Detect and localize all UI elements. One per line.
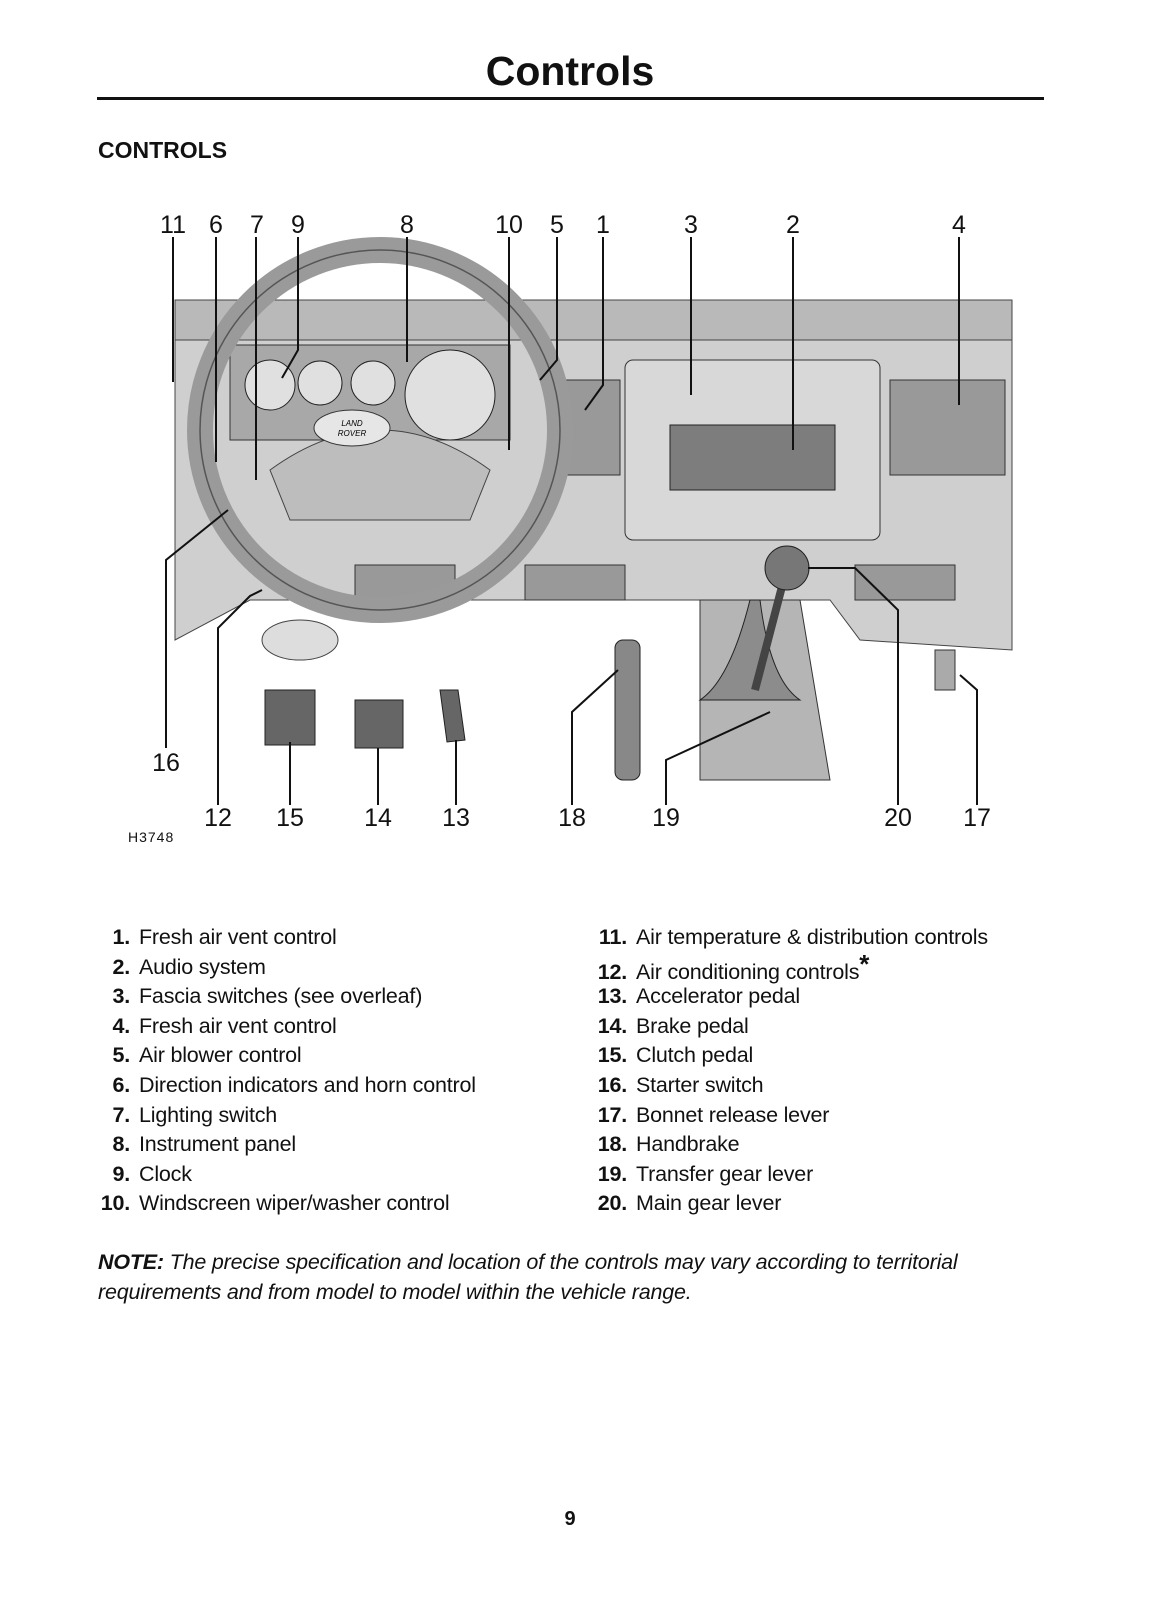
page-number: 9	[564, 1508, 576, 1530]
item-number: 14.	[597, 1014, 627, 1038]
note-label: NOTE:	[98, 1250, 164, 1274]
title-rule	[97, 97, 1044, 100]
list-item: 12. Air conditioning controls*	[587, 949, 870, 986]
page-title: Controls	[485, 48, 655, 94]
list-item: 10. Windscreen wiper/washer control	[90, 1191, 450, 1216]
controls-diagram: LAND ROVER 11 6 7 9 8 10 5 1 3 2 4 16 12…	[128, 211, 1013, 845]
section-heading: CONTROLS	[98, 137, 228, 163]
item-number: 2.	[112, 955, 130, 979]
callout-5: 5	[550, 211, 564, 239]
figure-id: H3748	[128, 829, 174, 845]
item-text: Main gear lever	[636, 1191, 782, 1215]
list-item: 13. Accelerator pedal	[587, 984, 800, 1009]
item-number: 20.	[597, 1191, 627, 1215]
note-text: The precise specification and location o…	[98, 1250, 958, 1304]
callout-6: 6	[209, 211, 223, 239]
callout-4: 4	[952, 211, 966, 239]
item-text: Accelerator pedal	[636, 984, 800, 1008]
list-item: 4. Fresh air vent control	[90, 1014, 337, 1039]
item-text: Starter switch	[636, 1073, 764, 1097]
callout-13: 13	[442, 804, 470, 832]
list-item: 5. Air blower control	[90, 1043, 302, 1068]
callout-8: 8	[400, 211, 414, 239]
item-number: 13.	[597, 984, 627, 1008]
item-text: Brake pedal	[636, 1014, 749, 1038]
callout-14: 14	[364, 804, 392, 832]
item-text: Audio system	[139, 955, 266, 979]
item-number: 17.	[597, 1103, 627, 1127]
callout-10: 10	[495, 211, 523, 239]
item-number: 16.	[597, 1073, 627, 1097]
list-item: 1. Fresh air vent control	[90, 925, 337, 950]
item-text: Lighting switch	[139, 1103, 278, 1127]
list-item: 8. Instrument panel	[90, 1132, 296, 1157]
dashboard-illustration: LAND ROVER	[174, 237, 1013, 781]
item-text: Fresh air vent control	[139, 1014, 337, 1038]
item-text: Air conditioning controls	[636, 960, 860, 984]
callout-19: 19	[652, 804, 680, 832]
note-paragraph: NOTE: The precise specification and loca…	[98, 1247, 1038, 1307]
list-item: 6. Direction indicators and horn control	[90, 1073, 476, 1098]
callout-18: 18	[558, 804, 586, 832]
item-number: 3.	[112, 984, 130, 1008]
callout-1: 1	[596, 211, 610, 239]
item-number: 4.	[112, 1014, 130, 1038]
item-number: 18.	[597, 1132, 627, 1156]
item-text: Instrument panel	[139, 1132, 296, 1156]
callout-7: 7	[250, 211, 264, 239]
list-item: 20. Main gear lever	[587, 1191, 782, 1216]
item-number: 5.	[112, 1043, 130, 1067]
list-item: 18. Handbrake	[587, 1132, 740, 1157]
callout-11: 11	[160, 211, 186, 239]
list-item: 16. Starter switch	[587, 1073, 764, 1098]
callout-9: 9	[291, 211, 305, 239]
item-text: Handbrake	[636, 1132, 740, 1156]
item-text: Fresh air vent control	[139, 925, 337, 949]
callout-2: 2	[786, 211, 800, 239]
item-number: 7.	[112, 1103, 130, 1127]
callout-15: 15	[276, 804, 304, 832]
item-text: Air blower control	[139, 1043, 302, 1067]
list-item: 15. Clutch pedal	[587, 1043, 754, 1068]
item-text: Air temperature & distribution controls	[636, 925, 988, 949]
list-item: 14. Brake pedal	[587, 1014, 749, 1039]
item-number: 1.	[112, 925, 130, 949]
callout-12: 12	[204, 804, 232, 832]
item-number: 11.	[598, 925, 627, 949]
list-item: 2. Audio system	[90, 955, 266, 980]
item-text: Windscreen wiper/washer control	[139, 1191, 450, 1215]
footnote-asterisk: *	[859, 949, 870, 979]
list-item: 11. Air temperature & distribution contro…	[587, 925, 988, 950]
item-text: Fascia switches (see overleaf)	[139, 984, 423, 1008]
item-number: 10.	[100, 1191, 130, 1215]
callout-leader-lines	[165, 237, 978, 805]
item-number: 8.	[112, 1132, 130, 1156]
item-number: 9.	[112, 1162, 130, 1186]
list-item: 19. Transfer gear lever	[587, 1162, 814, 1187]
logo-text-land: LAND	[341, 419, 363, 428]
item-number: 15.	[597, 1043, 627, 1067]
item-text: Clutch pedal	[636, 1043, 754, 1067]
item-text: Direction indicators and horn control	[139, 1073, 476, 1097]
callout-16: 16	[152, 749, 180, 777]
callout-20: 20	[884, 804, 912, 832]
item-number: 6.	[112, 1073, 130, 1097]
logo-text-rover: ROVER	[338, 429, 367, 438]
item-number: 12.	[597, 960, 627, 984]
callout-3: 3	[684, 211, 698, 239]
item-text: Transfer gear lever	[636, 1162, 814, 1186]
list-item: 17. Bonnet release lever	[587, 1103, 830, 1128]
list-item: 9. Clock	[90, 1162, 192, 1187]
list-item: 3. Fascia switches (see overleaf)	[90, 984, 422, 1009]
item-text: Bonnet release lever	[636, 1103, 830, 1127]
callout-17: 17	[963, 804, 991, 832]
item-text: Clock	[139, 1162, 192, 1186]
item-number: 19.	[597, 1162, 627, 1186]
list-item: 7. Lighting switch	[90, 1103, 277, 1128]
